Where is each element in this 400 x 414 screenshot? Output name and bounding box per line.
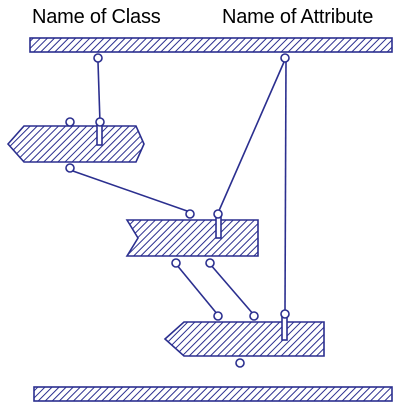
connector-middle-to-right-a (175, 263, 219, 316)
connector-attr-to-middle (217, 61, 285, 214)
bottom-bar (33, 386, 393, 402)
connectors (69, 59, 287, 316)
node-left-block-top-b (95, 117, 105, 127)
node-right-top-a (213, 311, 223, 321)
nodes (65, 53, 290, 368)
bottom-right-block (163, 321, 325, 357)
name-of-attribute-label: Name of Attribute (222, 6, 374, 28)
right-block-pin (281, 315, 288, 341)
node-left-block-bottom (65, 163, 75, 173)
node-middle-top-b (213, 209, 223, 219)
left-block (6, 125, 145, 163)
connector-left-to-middle (69, 169, 191, 213)
node-right-bottom (235, 358, 245, 368)
node-left-block-top-a (65, 117, 75, 127)
node-right-top-c (280, 309, 290, 319)
connector-top-to-left (97, 61, 101, 124)
name-of-class-label: Name of Class (32, 6, 161, 28)
node-top-bar-right (280, 53, 290, 63)
top-bar (29, 37, 393, 53)
middle-block (125, 219, 259, 257)
node-right-top-b (249, 311, 259, 321)
node-top-bar-left (93, 53, 103, 63)
node-middle-top-a (185, 209, 195, 219)
connector-attr-to-right-block (284, 59, 287, 311)
connector-middle-to-right-b (209, 263, 255, 316)
node-middle-bottom-a (171, 258, 181, 268)
node-middle-bottom-b (205, 258, 215, 268)
